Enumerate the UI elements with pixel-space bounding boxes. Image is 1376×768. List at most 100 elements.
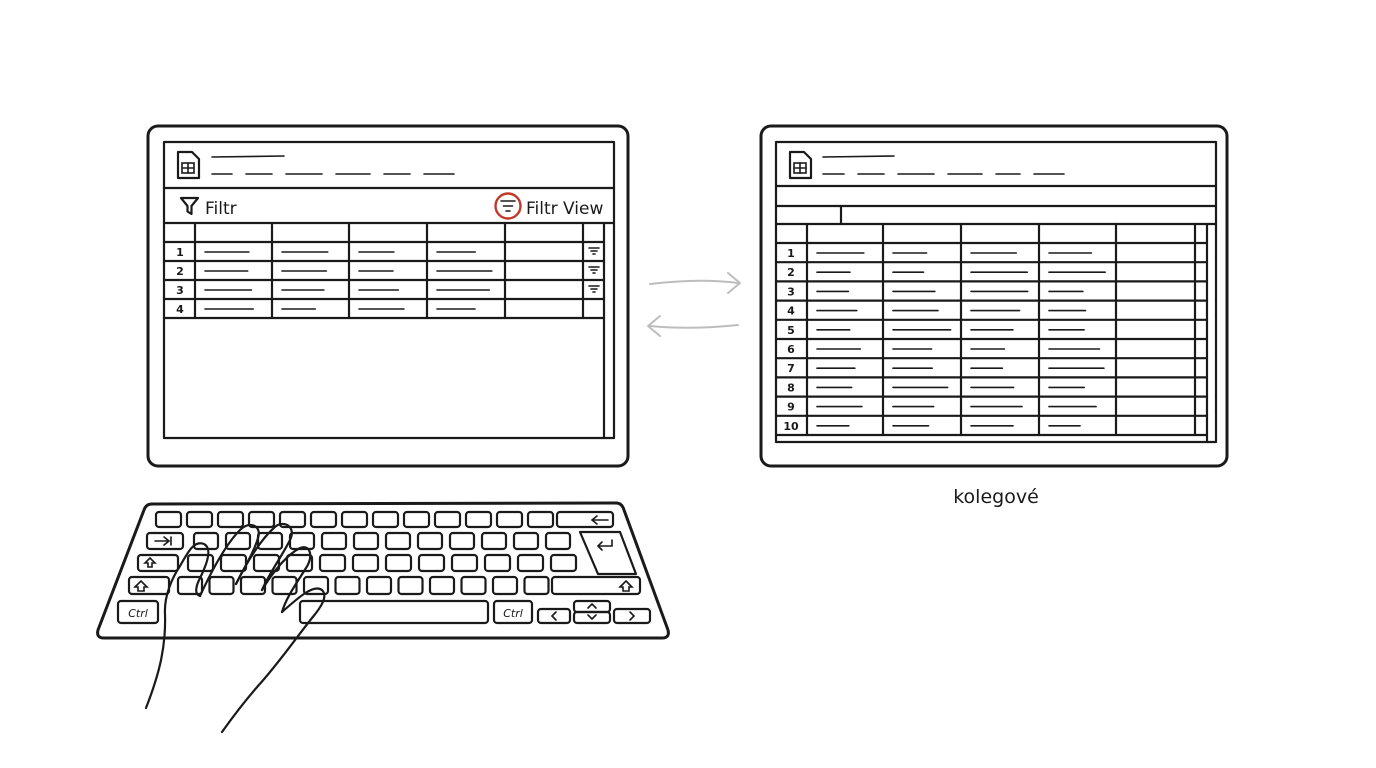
table-row[interactable]: 4 (774, 305, 1209, 321)
keyboard-key[interactable] (352, 531, 380, 551)
caps-lock-key[interactable] (136, 553, 180, 573)
keyboard-key[interactable] (320, 531, 348, 551)
table-row[interactable]: 1 (774, 247, 1209, 264)
shift-right-key[interactable] (550, 575, 642, 596)
enter-icon (596, 539, 613, 551)
table-row[interactable]: 9 (774, 401, 1209, 417)
right-table: 1 2 3 4 5 6 7 8 9 10 (774, 222, 1209, 437)
keyboard-key[interactable] (192, 531, 220, 551)
keyboard-key[interactable] (318, 553, 347, 573)
filter-view-highlight-circle (494, 192, 522, 220)
ctrl-right-label: Ctrl (503, 607, 523, 620)
keyboard-key[interactable] (271, 575, 298, 596)
right-monitor-bezel (759, 124, 1229, 468)
keyboard-key[interactable] (549, 553, 578, 573)
keyboard-key[interactable] (285, 553, 314, 573)
filter-view-button[interactable]: Filtr View (494, 192, 604, 220)
ctrl-right-key[interactable]: Ctrl (492, 599, 534, 625)
row-filter-icon[interactable] (588, 266, 600, 274)
spreadsheet-file-icon (176, 150, 201, 180)
keyboard-key[interactable] (483, 553, 512, 573)
enter-key[interactable] (578, 530, 638, 576)
left-doc-header (162, 150, 616, 190)
row-number: 3 (787, 285, 795, 298)
table-row[interactable]: 5 (774, 324, 1209, 341)
keyboard-key[interactable] (186, 553, 215, 573)
keyboard-key[interactable] (397, 575, 424, 596)
filter-button[interactable]: Filtr (179, 196, 237, 219)
keyboard-key[interactable] (450, 553, 479, 573)
typing-hands (144, 522, 326, 734)
keyboard-key[interactable] (340, 510, 369, 529)
funnel-icon (179, 196, 200, 216)
chevron-up-icon (587, 602, 597, 609)
keyboard-key[interactable] (433, 510, 462, 529)
keyboard-key[interactable] (247, 510, 276, 529)
keyboard-key[interactable] (334, 575, 361, 596)
backspace-key[interactable] (555, 510, 615, 529)
keyboard-key[interactable] (309, 510, 338, 529)
keyboard-key[interactable] (495, 510, 524, 529)
row-filter-icon[interactable] (588, 247, 600, 255)
row-number: 9 (787, 401, 795, 414)
keyboard-key[interactable] (351, 553, 380, 573)
table-row[interactable]: 3 (774, 285, 1209, 302)
row-number: 2 (787, 266, 795, 279)
table-row[interactable]: 1 (162, 246, 606, 263)
keyboard-key[interactable] (480, 531, 508, 551)
arrow-left-key[interactable] (536, 607, 572, 625)
shift-left-key[interactable] (127, 575, 171, 596)
keyboard-key[interactable] (417, 553, 446, 573)
row-number: 2 (176, 265, 184, 278)
keyboard-key[interactable] (428, 575, 456, 596)
arrow-left (647, 315, 739, 337)
tab-key[interactable] (145, 531, 185, 551)
keyboard-key[interactable] (252, 553, 281, 573)
keyboard-key[interactable] (219, 553, 248, 573)
keyboard-key[interactable] (216, 510, 245, 529)
keyboard-key[interactable] (239, 575, 267, 596)
keyboard-key[interactable] (278, 510, 307, 529)
table-row[interactable]: 8 (774, 381, 1209, 398)
sync-arrows (647, 272, 741, 337)
keyboard-keys (154, 510, 578, 596)
row-filter-icon[interactable] (588, 285, 600, 293)
keyboard-key[interactable] (523, 575, 550, 596)
ctrl-left-key[interactable]: Ctrl (116, 599, 160, 625)
keyboard-key[interactable] (491, 575, 519, 596)
keyboard-key[interactable] (208, 575, 235, 596)
right-screen (774, 140, 1218, 444)
keyboard-key[interactable] (512, 531, 540, 551)
table-row[interactable]: 10 (774, 420, 1209, 437)
table-row[interactable]: 6 (774, 343, 1209, 360)
keyboard-key[interactable] (384, 531, 412, 551)
keyboard-key[interactable] (464, 510, 493, 529)
table-row[interactable]: 3 (162, 284, 606, 301)
filter-lines-icon (500, 200, 516, 212)
keyboard-key[interactable] (448, 531, 476, 551)
keyboard-key[interactable] (384, 553, 413, 573)
keyboard-key[interactable] (176, 575, 204, 596)
arrow-down-key[interactable] (572, 610, 612, 625)
keyboard-key[interactable] (302, 575, 330, 596)
keyboard-key[interactable] (185, 510, 214, 529)
row-number: 1 (176, 246, 184, 259)
table-row[interactable]: 7 (774, 362, 1209, 379)
arrow-right-key[interactable] (612, 607, 652, 625)
table-row[interactable]: 4 (162, 303, 606, 320)
left-screen (162, 140, 616, 440)
keyboard-key[interactable] (371, 510, 400, 529)
arrow-up-key[interactable] (572, 599, 612, 614)
keyboard-key[interactable] (416, 531, 444, 551)
keyboard-key[interactable] (526, 510, 555, 529)
caps-lock-icon (143, 556, 157, 568)
keyboard-key[interactable] (544, 531, 572, 551)
keyboard-key[interactable] (516, 553, 545, 573)
space-bar[interactable] (298, 599, 490, 625)
keyboard-key[interactable] (402, 510, 431, 529)
table-row[interactable]: 2 (774, 266, 1209, 283)
keyboard-key[interactable] (154, 510, 183, 529)
keyboard-key[interactable] (365, 575, 393, 596)
table-row[interactable]: 2 (162, 265, 606, 282)
keyboard-key[interactable] (460, 575, 487, 596)
